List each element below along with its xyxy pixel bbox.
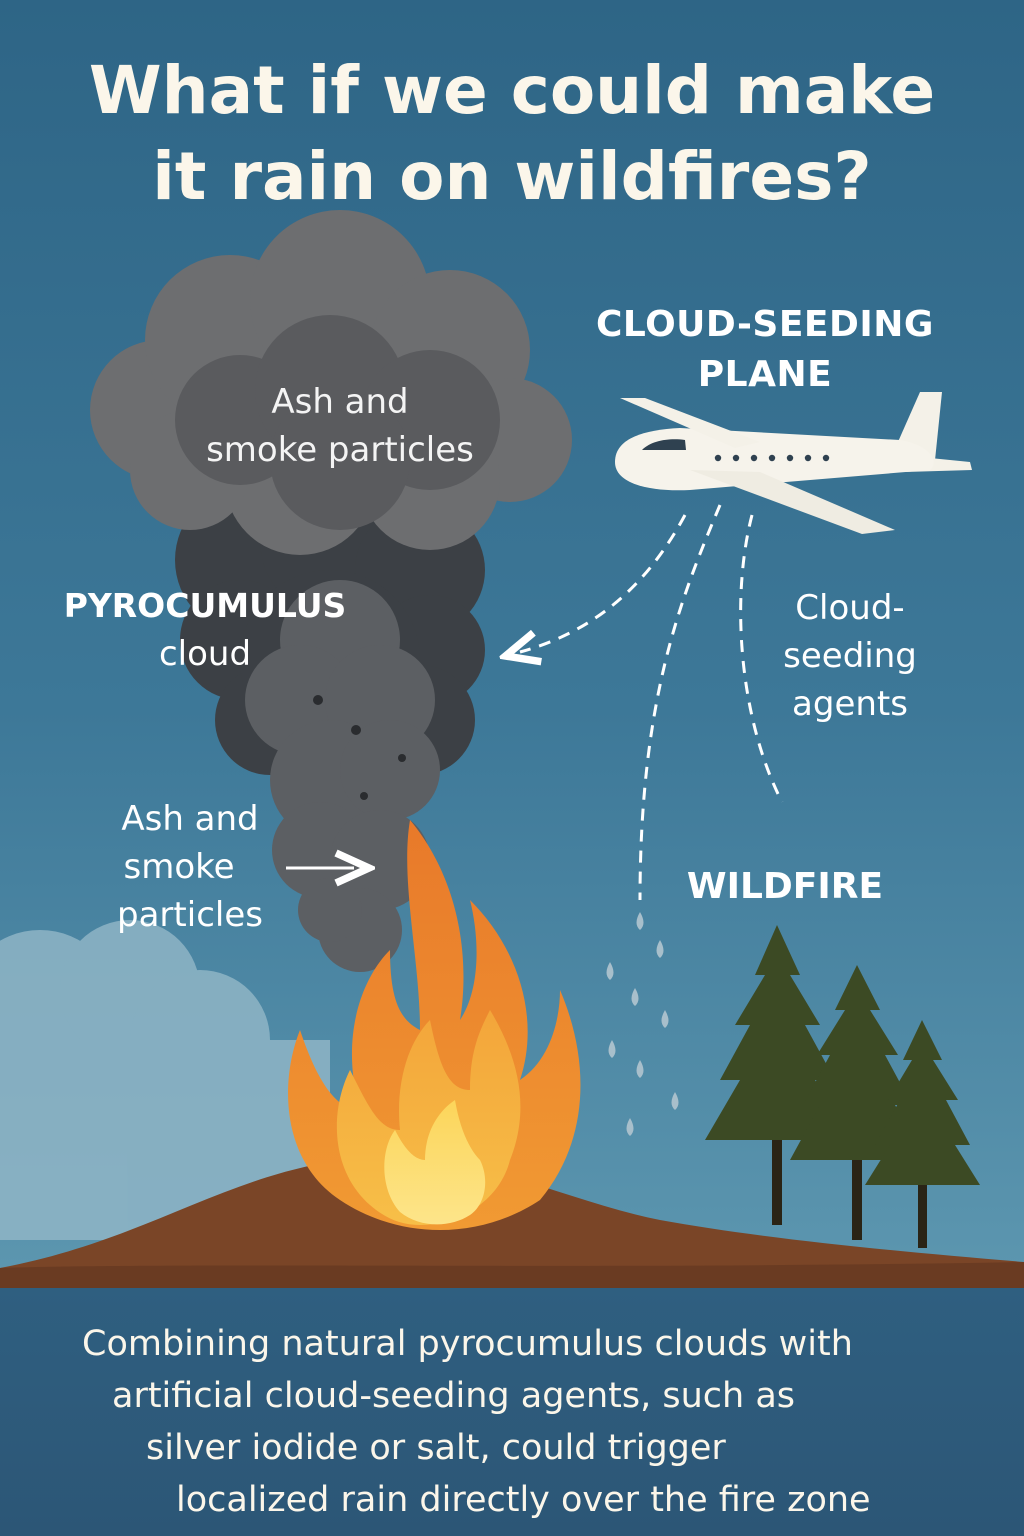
seeding-agents-label: Cloud- seeding agents — [760, 584, 940, 728]
ash-label-line-3: particles — [117, 895, 263, 935]
raindrop-icon — [606, 912, 679, 1136]
ground-shadow — [0, 1262, 1024, 1290]
cloud-top-label-line-1: Ash and — [271, 382, 409, 422]
pyrocumulus-label: PYROCUMULUS cloud — [40, 582, 370, 678]
cloud-top-label: Ash and smoke particles — [180, 378, 500, 474]
title-line-2: it rain on wildfires? — [152, 138, 872, 215]
pine-tree-icon-2 — [790, 965, 925, 1240]
agents-label-line-3: agents — [792, 684, 908, 724]
title-line-1: What if we could make — [88, 52, 936, 129]
cloud-top-label-line-2: smoke particles — [206, 430, 474, 470]
ash-label-line-2: smoke — [123, 847, 235, 887]
pine-tree-icon-3 — [865, 1020, 980, 1248]
ash-label-line-1: Ash and — [121, 799, 259, 839]
plane-label-line-1: CLOUD-SEEDING — [596, 304, 934, 345]
plane-label-line-2: PLANE — [697, 354, 833, 395]
caption-line-2: artificial cloud-seeding agents, such as — [112, 1376, 796, 1416]
pyrocumulus-label-line-2: cloud — [158, 634, 252, 674]
caption-line-4: localized rain directly over the fire zo… — [176, 1480, 871, 1520]
plane-label: CLOUD-SEEDING PLANE — [590, 300, 940, 400]
caption-line-1: Combining natural pyrocumulus clouds wit… — [82, 1324, 853, 1364]
wildfire-label: WILDFIRE — [686, 866, 884, 907]
agents-label-line-1: Cloud- — [795, 588, 905, 628]
ground-hill — [0, 1156, 1024, 1290]
scene-illustration — [0, 0, 1024, 1290]
plane-icon — [615, 392, 972, 534]
ash-particles-label: Ash and smoke particles — [90, 795, 290, 939]
caption-line-3: silver iodide or salt, could trigger — [146, 1428, 726, 1468]
pyrocumulus-label-line-1: PYROCUMULUS — [63, 586, 347, 625]
agents-label-line-2: seeding — [783, 636, 917, 676]
smoke-cloud-inner — [175, 315, 500, 530]
dashed-arrow-icon — [520, 504, 784, 901]
caption-panel — [0, 1288, 1024, 1536]
page-title: What if we could make it rain on wildfir… — [40, 48, 984, 220]
caption-text: Combining natural pyrocumulus clouds wit… — [40, 1318, 984, 1526]
ash-specks — [313, 695, 406, 800]
flame-icon — [288, 820, 581, 1230]
